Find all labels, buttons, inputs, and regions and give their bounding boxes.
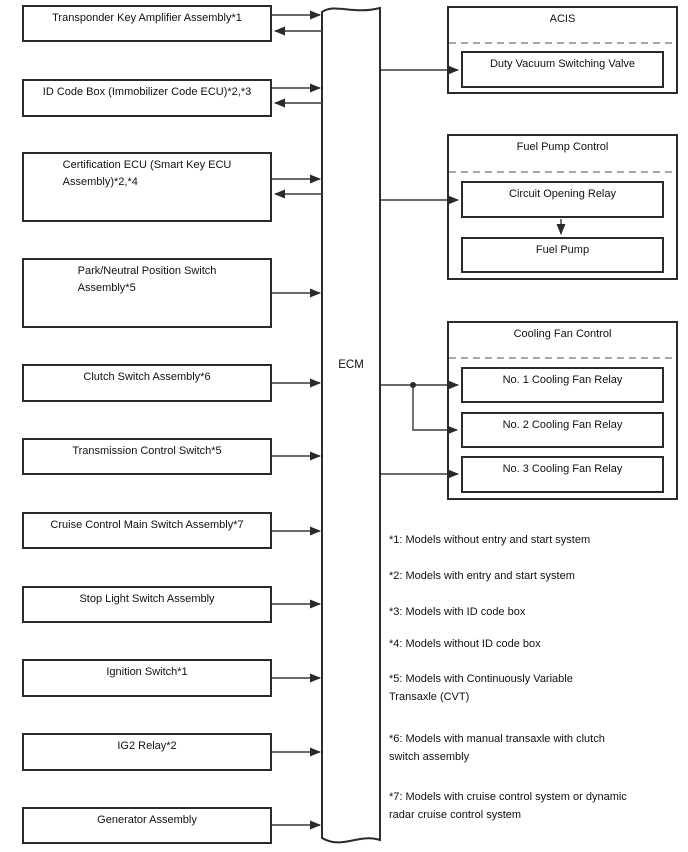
arrow-branch-to-fan-relay-2 (412, 385, 458, 435)
box-duty-vacuum-switching-valve: Duty Vacuum Switching Valve (461, 51, 664, 88)
footnote-text: *6: Models with manual transaxle with cl… (389, 733, 605, 745)
box-label-line: Assembly)*2,*4 (62, 176, 138, 188)
box-ig2-relay: IG2 Relay*2 (22, 733, 272, 771)
box-label: No. 3 Cooling Fan Relay (502, 463, 623, 475)
box-transponder-key-amplifier: Transponder Key Amplifier Assembly*1 (22, 5, 272, 42)
box-label: Clutch Switch Assembly*6 (83, 371, 211, 383)
footnote-1: *1: Models without entry and start syste… (389, 532, 687, 550)
footnote-text: switch assembly (389, 750, 470, 763)
box-generator-assembly: Generator Assembly (22, 807, 272, 844)
box-label-line: Certification ECU (Smart Key ECU (62, 159, 232, 171)
footnote-3: *3: Models with ID code box (389, 604, 687, 622)
box-label: Duty Vacuum Switching Valve (489, 58, 636, 70)
footnote-text: *7: Models with cruise control system or… (389, 791, 627, 803)
footnote-7: *7: Models with cruise control system or… (389, 789, 687, 824)
box-label: Circuit Opening Relay (509, 188, 616, 200)
box-label: Generator Assembly (97, 814, 197, 826)
box-park-neutral-position-switch: Park/Neutral Position Switch Assembly*5 (22, 258, 272, 328)
group-fuel-pump-control: Fuel Pump Control (447, 134, 678, 280)
footnote-text: Transaxle (CVT) (389, 690, 470, 703)
box-label-line: Park/Neutral Position Switch (77, 265, 217, 277)
group-title-cooling-fan-control: Cooling Fan Control (513, 328, 612, 340)
footnote-text: *3: Models with ID code box (389, 606, 526, 618)
footnote-2: *2: Models with entry and start system (389, 568, 687, 586)
footnote-text: *2: Models with entry and start system (389, 570, 575, 582)
connector-arrows (272, 10, 566, 830)
box-label: Cruise Control Main Switch Assembly*7 (50, 519, 244, 531)
box-transmission-control-switch: Transmission Control Switch*5 (22, 438, 272, 475)
box-label: Transponder Key Amplifier Assembly*1 (52, 12, 242, 24)
box-id-code-box: ID Code Box (Immobilizer Code ECU)*2,*3 (22, 79, 272, 117)
box-label: Fuel Pump (535, 244, 590, 256)
footnote-4: *4: Models without ID code box (389, 636, 687, 654)
box-stop-light-switch: Stop Light Switch Assembly (22, 586, 272, 623)
box-label: No. 2 Cooling Fan Relay (502, 419, 623, 431)
box-cruise-control-main-switch: Cruise Control Main Switch Assembly*7 (22, 512, 272, 549)
footnote-5: *5: Models with Continuously Variable Tr… (389, 671, 687, 706)
box-certification-ecu: Certification ECU (Smart Key ECU Assembl… (22, 152, 272, 222)
footnote-text: *5: Models with Continuously Variable (389, 673, 573, 685)
box-label: Transmission Control Switch*5 (72, 445, 222, 457)
box-label: IG2 Relay*2 (117, 740, 177, 752)
ecm-strip (321, 6, 381, 844)
box-label: Ignition Switch*1 (106, 666, 188, 678)
junction-dot (410, 382, 416, 388)
footnote-text: *4: Models without ID code box (389, 638, 541, 650)
group-acis: ACIS (447, 6, 678, 94)
box-label: Stop Light Switch Assembly (79, 593, 215, 605)
box-label-line: Assembly*5 (77, 282, 136, 294)
group-title-acis: ACIS (549, 13, 576, 25)
box-label: No. 1 Cooling Fan Relay (502, 374, 623, 386)
box-fuel-pump: Fuel Pump (461, 237, 664, 273)
footnote-text: radar cruise control system (389, 808, 522, 821)
dashed-separators (449, 42, 676, 359)
box-cooling-fan-relay-2: No. 2 Cooling Fan Relay (461, 412, 664, 448)
group-cooling-fan-control: Cooling Fan Control (447, 321, 678, 500)
footnote-text: *1: Models without entry and start syste… (389, 534, 591, 546)
box-clutch-switch: Clutch Switch Assembly*6 (22, 364, 272, 402)
ecm-label: ECM (338, 359, 364, 371)
group-title-fuel-pump-control: Fuel Pump Control (516, 141, 609, 153)
box-circuit-opening-relay: Circuit Opening Relay (461, 181, 664, 218)
box-ignition-switch: Ignition Switch*1 (22, 659, 272, 697)
footnote-6: *6: Models with manual transaxle with cl… (389, 731, 687, 766)
box-label: ID Code Box (Immobilizer Code ECU)*2,*3 (42, 86, 252, 98)
box-cooling-fan-relay-1: No. 1 Cooling Fan Relay (461, 367, 664, 403)
box-cooling-fan-relay-3: No. 3 Cooling Fan Relay (461, 456, 664, 493)
